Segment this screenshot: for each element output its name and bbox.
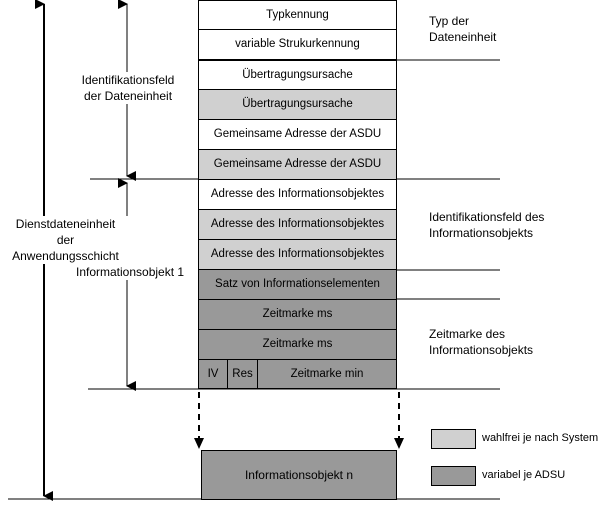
legend-optional-label: wahlfrei je nach System (482, 432, 599, 444)
dashed-right-arrowhead (394, 438, 404, 449)
zeit-info-label: Zeitmarke des Informationsobjekts (429, 326, 533, 358)
iv-cell: IV (199, 360, 228, 388)
legend-variable-swatch (431, 466, 476, 486)
zeit-line2: Informationsobjekts (429, 343, 534, 357)
field-row: Adresse des Informationsobjektes (198, 209, 397, 240)
typ-label: Typ der Dateneinheit (429, 13, 496, 45)
dienst-line2: der Anwendungsschicht (12, 233, 119, 263)
field-row: Satz von Informationselementen (198, 269, 397, 300)
zeitmarke-min-cell: Zeitmarke min (290, 367, 364, 380)
legend-variable-label: variabel je ADSU (482, 469, 566, 481)
field-row: Adresse des Informationsobjektes (198, 179, 397, 210)
typ-line1: Typ der (429, 14, 470, 28)
dienst-line1: Dienstdateneinheit (15, 217, 116, 231)
res-cell: Res (228, 360, 258, 388)
legend-optional-swatch (431, 429, 476, 449)
dienst-label: Dienstdateneinheit der Anwendungsschicht (3, 216, 128, 264)
field-row: Gemeinsame Adresse der ASDU (198, 119, 397, 150)
field-row: variable Strukurkennung (198, 29, 397, 60)
field-row: Zeitmarke ms (198, 299, 397, 330)
ident-dat-line1: Identifikationsfeld (81, 73, 175, 87)
field-row: Übertragungsursache (198, 89, 397, 120)
ident-info-line1: Identifikationsfeld des (429, 210, 545, 224)
field-row: Gemeinsame Adresse der ASDU (198, 149, 397, 180)
field-row: Adresse des Informationsobjektes (198, 239, 397, 270)
dashed-left-arrowhead (194, 438, 204, 449)
typ-line2: Dateneinheit (429, 30, 497, 44)
ident-dat-label: Identifikationsfeld der Dateneinheit (76, 72, 180, 104)
field-row: Typkennung (198, 0, 397, 30)
field-row: Übertragungsursache (198, 60, 397, 90)
ident-dat-line2: der Dateneinheit (83, 89, 173, 103)
ident-info-line2: Informationsobjekts (429, 226, 534, 240)
ident-info-label: Identifikationsfeld des Informationsobje… (429, 209, 544, 241)
info1-label: Informationsobjekt 1 (76, 264, 196, 280)
zeit-line1: Zeitmarke des (429, 327, 506, 341)
zeitmarke-min-row: IV Res Zeitmarke min (198, 359, 397, 389)
informationsobjekt-n-box: Informationsobjekt n (201, 450, 397, 500)
field-row: Zeitmarke ms (198, 329, 397, 360)
